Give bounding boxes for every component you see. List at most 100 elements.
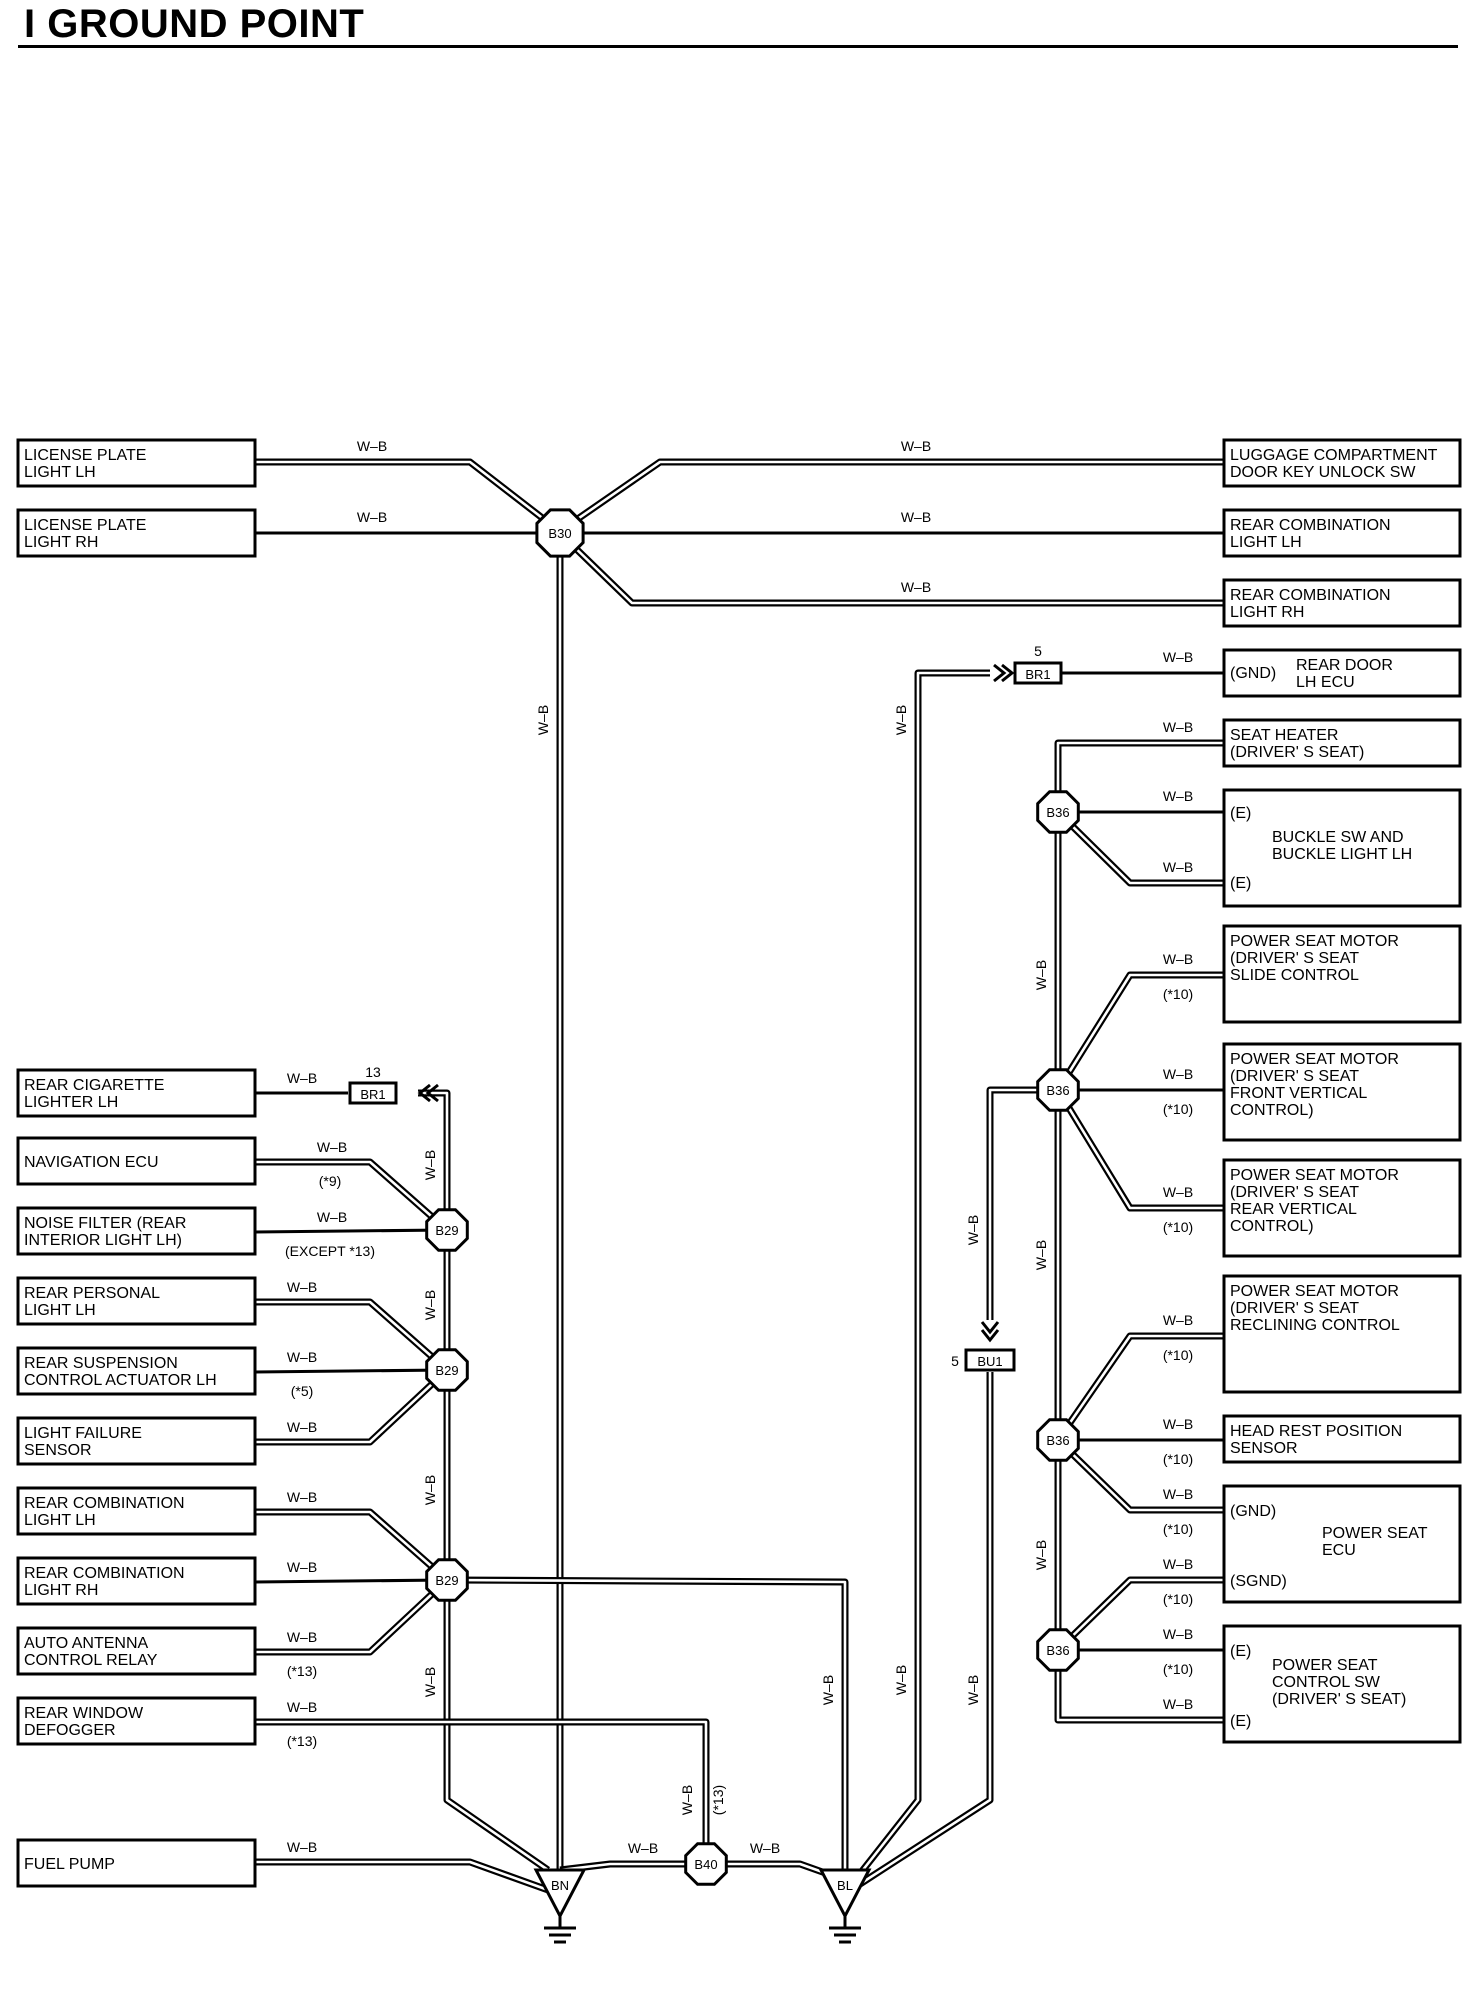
wire-fuel-pump (255, 1858, 550, 1894)
right-component-5-text: SEAT HEATER (1230, 727, 1338, 744)
right-component-7-text: POWER SEAT MOTOR (1230, 933, 1399, 950)
left-component-11 (16, 1626, 257, 1676)
wire-color-label: W–B (287, 1349, 317, 1365)
right-component-1-text: DOOR KEY UNLOCK SW (1230, 464, 1416, 481)
left-component-4-text: NAVIGATION ECU (24, 1154, 159, 1171)
left-component-12-text: REAR WINDOW (24, 1705, 144, 1722)
left-component-12 (16, 1696, 257, 1746)
left-component-8-text: SENSOR (24, 1442, 92, 1459)
wire-slide-control (1055, 971, 1224, 1092)
wire-color-label: W–B (1033, 1540, 1049, 1570)
right-component-9-text: CONTROL) (1230, 1218, 1314, 1235)
wire-color-label: W–B (535, 705, 551, 735)
condition-c10-sgnd: (*10) (1163, 1591, 1193, 1607)
wire-license-lh (255, 458, 557, 530)
wire-inner (1056, 1089, 1224, 1210)
left-component-6-text: LIGHT LH (24, 1302, 96, 1319)
wire-inner (1057, 1439, 1224, 1512)
junction-b36-d-label: B36 (1046, 1643, 1069, 1658)
wire-rear-comb-rh-top (563, 536, 1224, 607)
connector-br1-right-label: BR1 (1025, 667, 1050, 682)
wire-color-label: W–B (317, 1139, 347, 1155)
right-component-1-text: LUGGAGE COMPARTMENT (1230, 447, 1438, 464)
condition-c10-headrest: (*10) (1163, 1451, 1193, 1467)
left-component-10-text: REAR COMBINATION (24, 1565, 185, 1582)
connector-br1-right (1013, 661, 1063, 685)
right-component-4-text: REAR DOOR (1296, 657, 1393, 674)
wire-color-label: W–B (357, 438, 387, 454)
wire-color-label: W–B (628, 1840, 658, 1856)
left-component-7-text: CONTROL ACTUATOR LH (24, 1372, 217, 1389)
wire-color-label: W–B (287, 1419, 317, 1435)
wire-color-label: W–B (287, 1279, 317, 1295)
connector-arrow-bu1 (980, 1321, 1000, 1343)
junction-b29-a-label: B29 (435, 1223, 458, 1238)
right-component-13 (1222, 1624, 1462, 1744)
wire-inner (565, 460, 1224, 529)
wire-color-label: W–B (1163, 859, 1193, 875)
wire-rear-comb-rh (254, 1578, 448, 1584)
condition-c10-gnd: (*10) (1163, 1521, 1193, 1537)
wire-inner (1056, 741, 1224, 812)
wire-rear-comb-lh (255, 1508, 450, 1583)
labels: W–BW–BW–BW–BW–BW–B13W–BW–B(*9)W–B(EXCEPT… (285, 438, 1287, 1856)
right-component-9 (1222, 1158, 1462, 1258)
wire-b36-bu1 (986, 1086, 1058, 1320)
connector-arrow-br1-right (993, 663, 1015, 683)
wire-color-label: W–B (422, 1667, 438, 1697)
wire-color-label: W–B (901, 438, 931, 454)
left-component-9-text: REAR COMBINATION (24, 1495, 185, 1512)
junction-b30-label: B30 (548, 526, 571, 541)
wire-color-label: W–B (1163, 1626, 1193, 1642)
wire-color-label: W–B (287, 1629, 317, 1645)
condition-c10-slide: (*10) (1163, 986, 1193, 1002)
wire-color-label: W–B (1163, 951, 1193, 967)
wire-color-label: W–B (1163, 719, 1193, 735)
wire-inner (1057, 1578, 1224, 1651)
wire-auto-antenna (255, 1577, 450, 1656)
wire-color-label: W–B (287, 1070, 317, 1086)
left-component-1-text: LIGHT LH (24, 464, 96, 481)
wire-color-label: W–B (1163, 1416, 1193, 1432)
ground-point-bl-label: BL (837, 1878, 853, 1893)
connector-arrow-br1-left (417, 1083, 439, 1103)
right-component-8-text: POWER SEAT MOTOR (1230, 1051, 1399, 1068)
wire-inner (1057, 811, 1224, 885)
wire-color-label: W–B (1163, 788, 1193, 804)
wire-color-label: W–B (1163, 1486, 1193, 1502)
connector-bu1-pin: 5 (951, 1353, 959, 1369)
condition-c13-b40: (*13) (710, 1785, 726, 1815)
left-component-10-text: LIGHT RH (24, 1582, 98, 1599)
right-component-12 (1222, 1484, 1462, 1604)
junction-b30 (535, 508, 585, 558)
right-component-3-text: REAR COMBINATION (1230, 587, 1391, 604)
right-component-8-text: (DRIVER' S SEAT (1230, 1068, 1359, 1085)
wire-color-label: W–B (287, 1839, 317, 1855)
left-component-11-text: AUTO ANTENNA (24, 1635, 149, 1652)
connector-br1-left-label: BR1 (360, 1087, 385, 1102)
wire-color-label: W–B (422, 1290, 438, 1320)
right-component-5 (1222, 718, 1462, 768)
left-component-3-text: REAR CIGARETTE (24, 1077, 164, 1094)
wire-color-label: W–B (1163, 1312, 1193, 1328)
left-component-3 (16, 1068, 257, 1118)
right-component-13-text: (DRIVER' S SEAT) (1272, 1691, 1406, 1708)
junction-b36-c (1036, 1418, 1080, 1462)
wire-rear-personal (255, 1298, 450, 1373)
wire-color-label: W–B (422, 1150, 438, 1180)
wire-inner (1056, 1650, 1224, 1722)
left-component-5-text: INTERIOR LIGHT LH) (24, 1232, 182, 1249)
right-component-10-text: RECLINING CONTROL (1230, 1317, 1400, 1334)
left-component-7 (16, 1346, 257, 1396)
junction-b36-d (1036, 1628, 1080, 1672)
wire-inner (255, 1300, 448, 1371)
wire-inner (565, 538, 1224, 605)
right-component-2 (1222, 508, 1462, 558)
title-rule (18, 45, 1458, 48)
condition-c10-rear: (*10) (1163, 1219, 1193, 1235)
wire-inner (1056, 973, 1224, 1091)
right-component-6-text: BUCKLE SW AND (1272, 829, 1404, 846)
right-component-7 (1222, 924, 1462, 1024)
